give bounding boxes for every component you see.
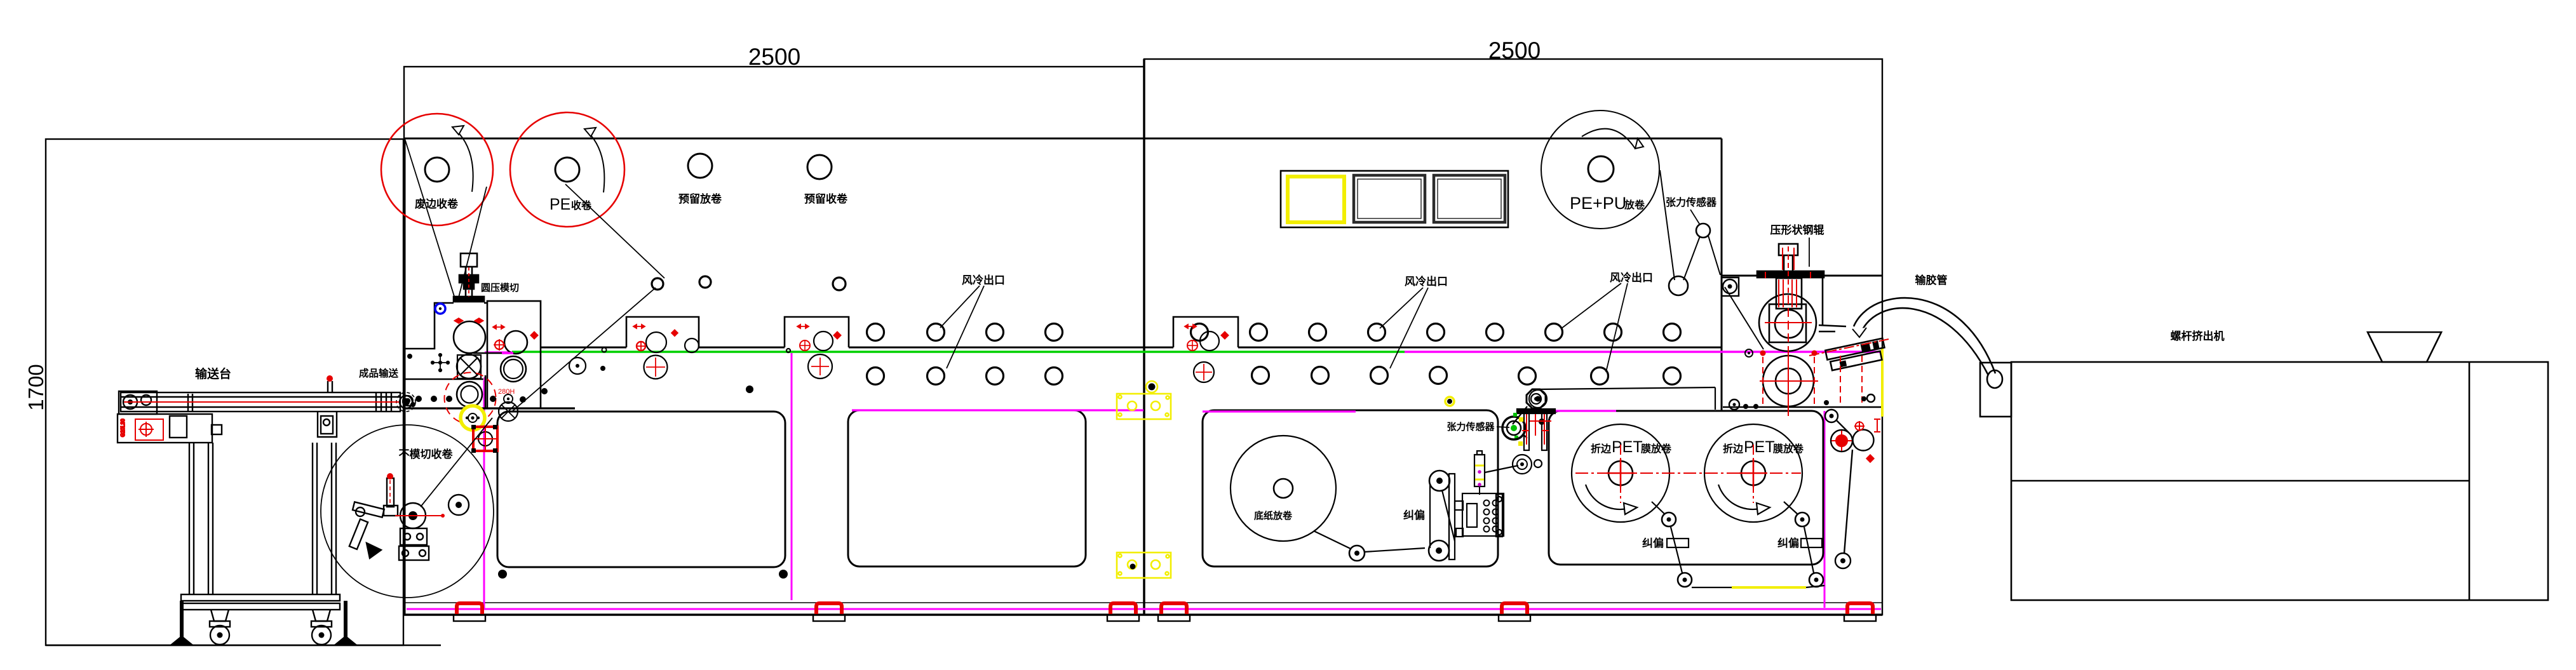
svg-text:G20L30: G20L30	[120, 419, 126, 437]
svg-text:圆压模切: 圆压模切	[481, 282, 519, 293]
svg-text:纠偏: 纠偏	[1642, 537, 1664, 549]
svg-text:放卷: 放卷	[1624, 199, 1645, 211]
svg-text:风冷出口: 风冷出口	[962, 274, 1005, 286]
svg-text:280H: 280H	[498, 388, 515, 396]
svg-text:不模切收卷: 不模切收卷	[399, 448, 454, 460]
svg-text:张力传感器: 张力传感器	[1446, 421, 1495, 432]
svg-text:PE+PU: PE+PU	[1570, 194, 1626, 213]
svg-text:成品输送: 成品输送	[359, 367, 399, 379]
svg-text:预留收卷: 预留收卷	[804, 192, 848, 205]
svg-text:底纸放卷: 底纸放卷	[1254, 510, 1293, 521]
svg-text:PE: PE	[550, 196, 570, 213]
svg-text:风冷出口: 风冷出口	[1610, 271, 1653, 284]
svg-text:预留放卷: 预留放卷	[678, 192, 722, 205]
svg-text:2500: 2500	[748, 44, 800, 70]
svg-text:膜放卷: 膜放卷	[1773, 443, 1804, 455]
svg-text:收卷: 收卷	[571, 199, 592, 211]
svg-text:输送台: 输送台	[195, 366, 231, 381]
svg-text:压形状钢辊: 压形状钢辊	[1770, 224, 1824, 236]
svg-text:2500: 2500	[1488, 37, 1541, 64]
svg-text:张力传感器: 张力传感器	[1666, 196, 1717, 208]
svg-text:螺杆挤出机: 螺杆挤出机	[2171, 330, 2225, 342]
svg-text:输胶管: 输胶管	[1915, 274, 1948, 286]
svg-text:废边收卷: 废边收卷	[415, 198, 459, 210]
svg-text:纠偏: 纠偏	[1777, 537, 1799, 549]
svg-text:1700: 1700	[24, 364, 48, 410]
svg-text:纠偏: 纠偏	[1403, 509, 1425, 521]
svg-text:折边: 折边	[1591, 443, 1612, 455]
svg-text:PET: PET	[1612, 438, 1643, 456]
svg-text:PET: PET	[1744, 438, 1775, 456]
svg-text:折边: 折边	[1723, 443, 1744, 455]
svg-text:膜放卷: 膜放卷	[1641, 443, 1672, 455]
svg-text:风冷出口: 风冷出口	[1405, 275, 1448, 288]
